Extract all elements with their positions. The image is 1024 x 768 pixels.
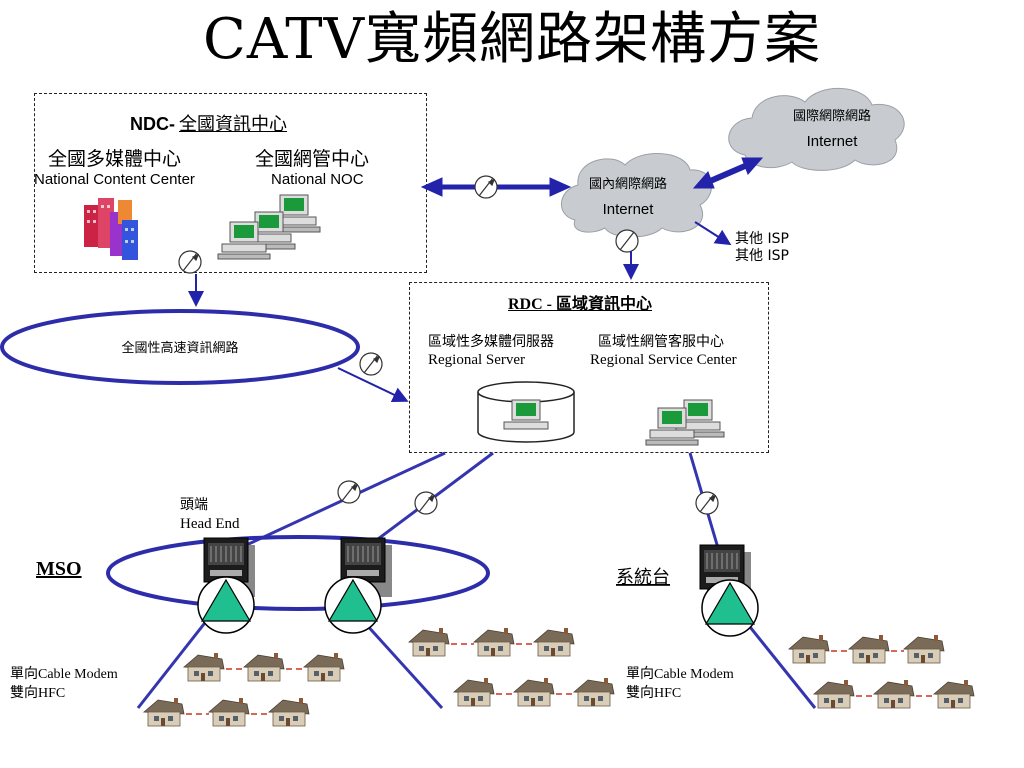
other-isp-1: 其他 ISP <box>735 231 789 247</box>
house-icon <box>902 635 945 664</box>
content-center-en: National Content Center <box>34 171 195 188</box>
backbone-ring <box>0 309 360 385</box>
noc-computers-icon <box>217 194 321 260</box>
gateway-icon <box>615 229 639 253</box>
gateway-icon <box>414 491 438 515</box>
regional-server-en: Regional Server <box>428 352 526 368</box>
house-icon <box>207 698 250 727</box>
rdc-box <box>409 282 769 453</box>
mso-ring <box>106 535 490 611</box>
fiber-node-icon <box>324 576 382 634</box>
domestic-en: Internet <box>603 201 655 218</box>
house-icon <box>872 680 915 709</box>
ndc-heading-zh: 全國資訊中心 <box>179 114 287 134</box>
ndc-heading: NDC-全國資訊中心 <box>130 110 287 136</box>
house-icon <box>932 680 975 709</box>
noc-en: National NOC <box>271 171 364 188</box>
rdc-heading: RDC - 區域資訊中心 <box>508 296 652 313</box>
regional-server-icon <box>477 381 575 443</box>
ndc-box <box>34 93 427 273</box>
feeder-line-3 <box>736 611 817 709</box>
noc-zh: 全國網管中心 <box>255 148 370 170</box>
regional-service-computers-icon <box>645 399 725 446</box>
international-internet-cloud: 國際網際網路 Internet <box>728 88 905 171</box>
domestic-isp-link <box>694 221 732 246</box>
content-center-zh: 全國多媒體中心 <box>48 148 182 170</box>
house-icon <box>847 635 890 664</box>
mso-label: MSO <box>36 558 82 580</box>
house-icon <box>532 628 575 657</box>
house-icon <box>572 678 615 707</box>
international-zh: 國際網際網路 <box>793 108 871 124</box>
right-modem-line1: 單向Cable Modem <box>626 666 734 682</box>
house-icon <box>242 653 285 682</box>
right-modem-line2: 雙向HFC <box>626 685 681 701</box>
house-icon <box>267 698 310 727</box>
head-end-zh: 頭端 <box>180 497 208 513</box>
fiber-node-icon <box>197 576 255 634</box>
left-modem-line2: 雙向HFC <box>10 685 65 701</box>
content-center-buildings-icon <box>84 198 138 260</box>
regional-service-en: Regional Service Center <box>590 352 737 368</box>
page-title: CATV寬頻網路架構方案 <box>202 7 822 72</box>
backbone-label: 全國性高速資訊網路 <box>121 340 238 356</box>
regional-server-zh: 區域性多媒體伺服器 <box>428 334 554 350</box>
house-icon <box>407 628 450 657</box>
head-end-en: Head End <box>180 516 240 532</box>
head-end-rack-icon <box>203 537 255 597</box>
house-icon <box>787 635 830 664</box>
house-icon <box>472 628 515 657</box>
system-label: 系統台 <box>616 567 670 588</box>
gateway-icon <box>337 480 361 504</box>
domestic-international-link <box>692 157 764 189</box>
gateway-icon <box>178 250 202 274</box>
house-icon <box>812 680 855 709</box>
house-icon <box>452 678 495 707</box>
left-modem-line1: 單向Cable Modem <box>10 666 118 682</box>
gateway-icon <box>359 352 383 376</box>
feeder-line-1 <box>136 609 217 709</box>
gateway-icon <box>695 491 719 515</box>
gateway-icon <box>474 175 498 199</box>
other-isp-2: 其他 ISP <box>735 248 789 264</box>
regional-service-zh: 區域性網管客服中心 <box>598 334 724 350</box>
homes-group <box>142 628 975 727</box>
house-icon <box>182 653 225 682</box>
domestic-internet-cloud: 國內網際網路 Internet <box>560 153 712 238</box>
house-icon <box>142 698 185 727</box>
house-icon <box>302 653 345 682</box>
house-icon <box>512 678 555 707</box>
backbone-rdc-link <box>337 367 409 403</box>
ndc-heading-en: NDC- <box>130 114 175 134</box>
fiber-node-icon <box>701 579 759 637</box>
domestic-zh: 國內網際網路 <box>589 176 667 192</box>
international-en: Internet <box>807 133 859 150</box>
